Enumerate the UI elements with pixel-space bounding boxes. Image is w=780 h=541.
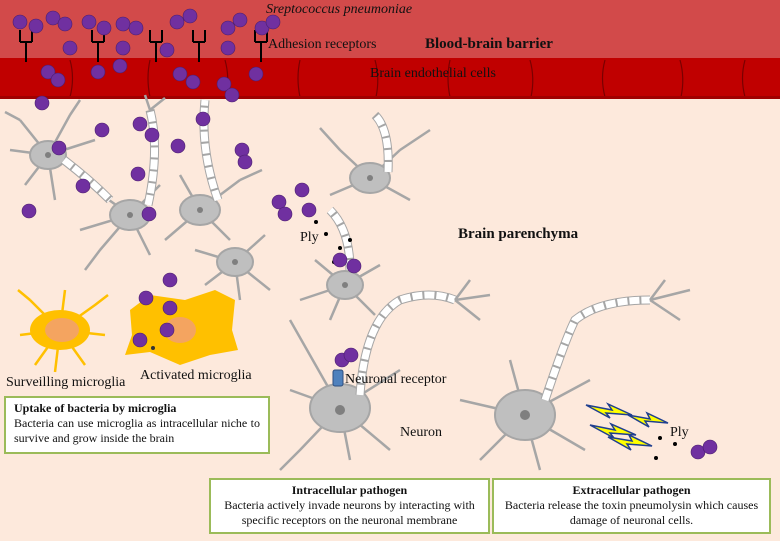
ply-label-top: Ply (300, 230, 319, 245)
neuron-nuclei (45, 152, 530, 420)
ply-label-right: Ply (670, 425, 689, 440)
extracellular-box-body: Bacteria release the toxin pneumolysin w… (504, 498, 759, 527)
neuronal-receptor (332, 369, 344, 387)
surveilling-microglia-label: Surveilling microglia (6, 375, 126, 390)
blood-brain-barrier-label: Blood-brain barrier (425, 36, 553, 52)
brain-parenchyma-label: Brain parenchyma (458, 226, 579, 242)
activated-microglia-label: Activated microglia (140, 368, 252, 383)
uptake-box: Uptake of bacteria by microglia Bacteria… (4, 396, 270, 454)
uptake-box-title: Uptake of bacteria by microglia (14, 401, 177, 415)
intracellular-box-title: Intracellular pathogen (291, 483, 408, 497)
activated-microglia (125, 290, 238, 365)
axons (61, 94, 691, 402)
neuronal-receptor-label: Neuronal receptor (345, 372, 447, 387)
surveilling-microglia (17, 289, 109, 373)
intracellular-box-body: Bacteria actively invade neurons by inte… (224, 498, 475, 527)
adhesion-receptors (19, 30, 268, 62)
extracellular-box: Extracellular pathogen Bacteria release … (492, 478, 771, 534)
adhesion-receptors-label: Adhesion receptors (268, 37, 377, 52)
toxin-lightning-bolts (585, 402, 669, 451)
bacteria-species-label: Sreptococcus pneumoniae (266, 2, 413, 17)
endothelial-cells-label: Brain endothelial cells (370, 66, 496, 81)
bacteria-pneumococci (12, 8, 718, 460)
extracellular-box-title: Extracellular pathogen (572, 483, 691, 497)
intracellular-box: Intracellular pathogen Bacteria actively… (209, 478, 490, 534)
endothelial-cell-layer (0, 58, 780, 99)
uptake-box-body: Bacteria can use microglia as intracellu… (14, 416, 260, 445)
neuron-label: Neuron (400, 425, 442, 440)
